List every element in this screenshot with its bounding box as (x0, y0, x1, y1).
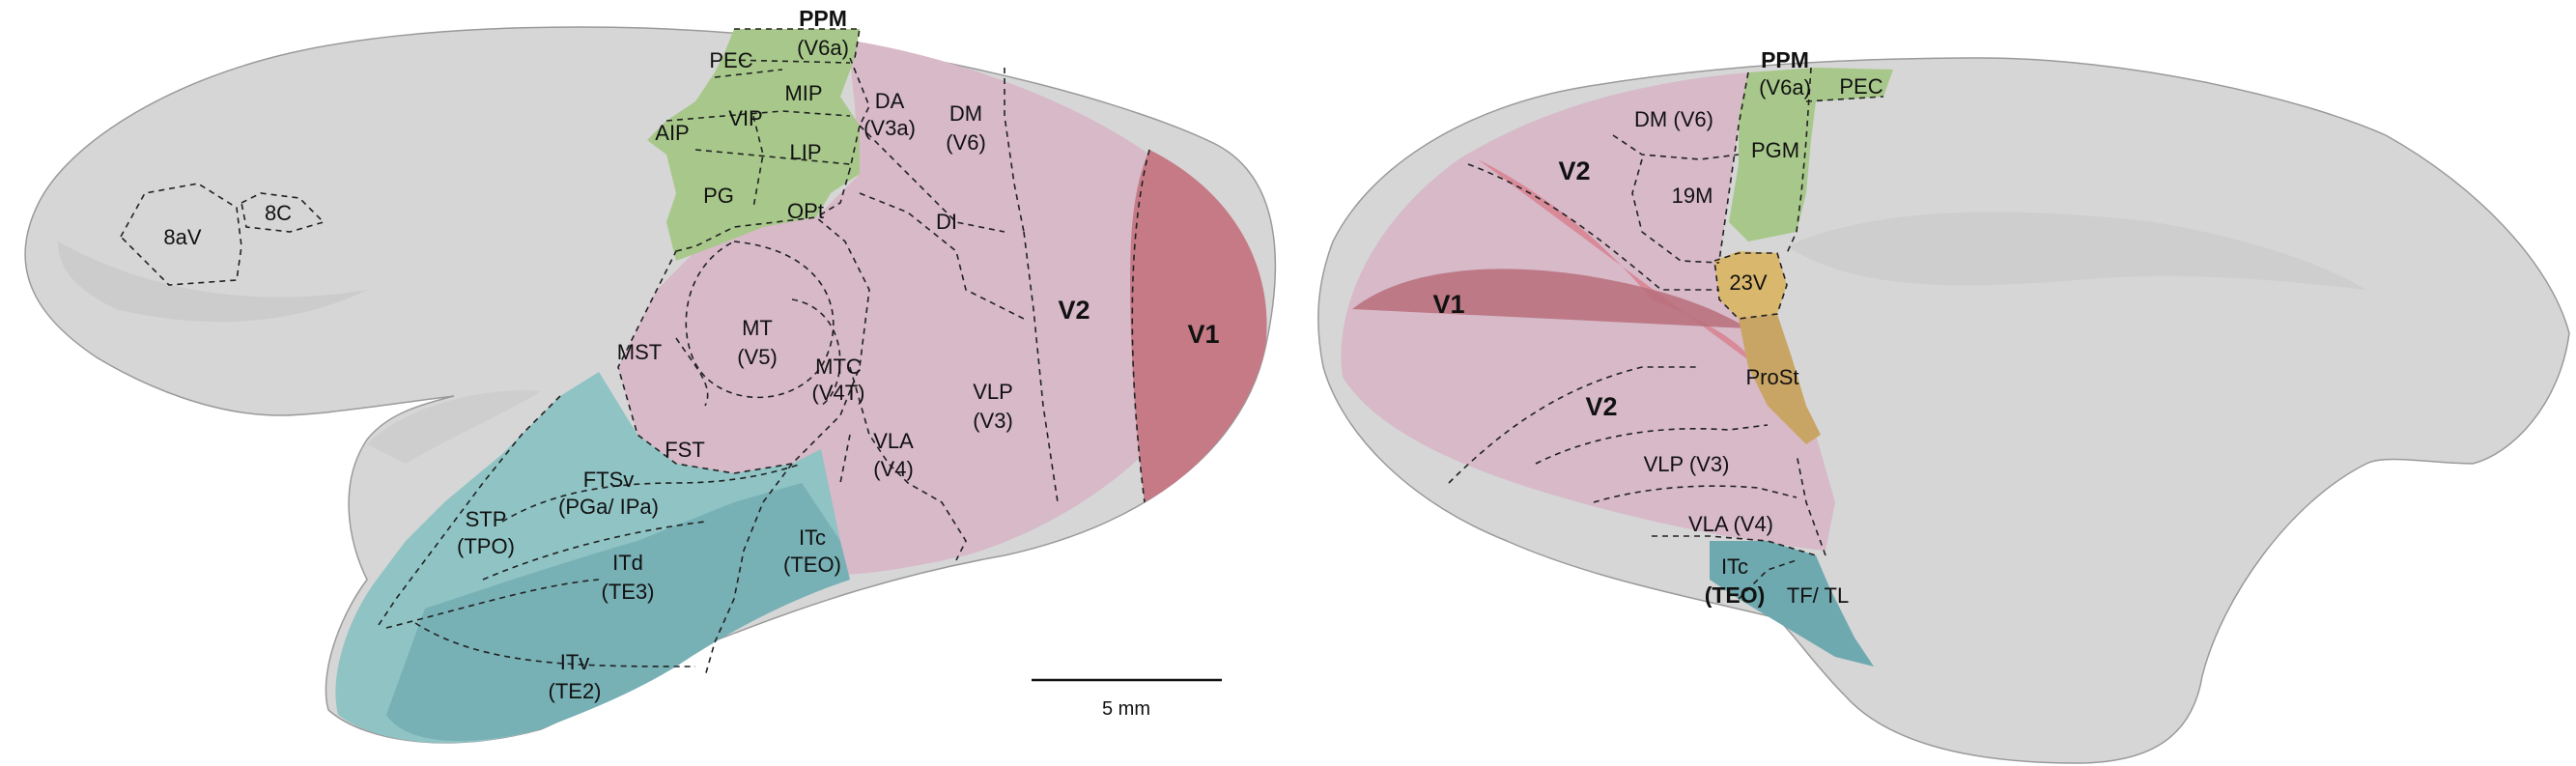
label-vla: VLA (873, 429, 914, 453)
medial-label-19m: 19M (1672, 184, 1713, 208)
scale-bar: 5 mm (1032, 678, 1222, 720)
label-v4t: (V4T) (812, 381, 865, 405)
lateral-area-labels: PPM (V6a) PEC MIP VIP AIP LIP PG OPt DA … (163, 6, 1219, 703)
medial-label-vlp-v3: VLP (V3) (1644, 452, 1730, 476)
label-8av: 8aV (163, 225, 201, 249)
label-v5: (V5) (737, 345, 778, 369)
medial-area-labels: PPM (V6a) PEC DM (V6) V2 19M PGM 23V V1 … (1432, 47, 1882, 608)
label-mt: MT (742, 316, 773, 340)
medial-area-boundaries (1448, 67, 1884, 600)
label-pec: PEC (709, 48, 752, 72)
label-dm: DM (949, 101, 982, 126)
medial-label-prost: ProSt (1745, 365, 1798, 389)
medial-hemisphere-view: PPM (V6a) PEC DM (V6) V2 19M PGM 23V V1 … (1317, 47, 2570, 764)
label-stp: STP (466, 507, 507, 531)
label-itc: ITc (799, 525, 826, 550)
label-pg: PG (703, 184, 734, 208)
medial-label-pec: PEC (1839, 74, 1882, 99)
label-itv: ITv (560, 650, 590, 674)
label-mip: MIP (784, 81, 822, 105)
label-v3: (V3) (973, 409, 1013, 433)
label-te2: (TE2) (549, 679, 602, 703)
medial-label-v6a: (V6a) (1759, 75, 1811, 99)
lateral-area-boundaries (376, 28, 1150, 677)
lateral-hemisphere-view: PPM (V6a) PEC MIP VIP AIP LIP PG OPt DA … (24, 6, 1277, 744)
label-mtc: MTC (815, 355, 862, 379)
medial-label-pgm: PGM (1751, 138, 1799, 162)
label-te3: (TE3) (602, 580, 655, 604)
label-opt: OPt (787, 199, 824, 223)
medial-v1-sulcus (1352, 269, 1748, 328)
label-itd: ITd (612, 551, 643, 575)
medial-label-v2-bottom: V2 (1585, 392, 1617, 421)
medial-parietal-region (1729, 68, 1893, 241)
lateral-temporal-lower (386, 483, 850, 741)
medial-label-vla-v4: VLA (V4) (1688, 512, 1773, 536)
label-v2: V2 (1058, 296, 1090, 325)
scale-bar-label: 5 mm (1102, 698, 1150, 720)
frontal-8av-region (120, 183, 242, 286)
label-tpo: (TPO) (457, 534, 515, 558)
medial-prost-region (1739, 314, 1821, 444)
medial-label-dm-v6: DM (V6) (1634, 107, 1713, 131)
medial-label-ppm: PPM (1761, 47, 1809, 72)
label-fst: FST (665, 438, 705, 462)
label-aip: AIP (655, 121, 689, 145)
lateral-parietal-region (647, 29, 860, 261)
label-v3a: (V3a) (863, 116, 916, 140)
lateral-v1-region (1130, 150, 1267, 502)
label-vip: VIP (728, 106, 762, 130)
medial-label-v2-top: V2 (1558, 156, 1590, 185)
label-v6: (V6) (946, 130, 986, 155)
label-v6a: (V6a) (797, 36, 849, 60)
label-di: DI (936, 210, 957, 234)
lateral-visual-region-2 (618, 241, 869, 473)
lateral-shade-2 (367, 390, 541, 464)
medial-shade (1787, 212, 2366, 290)
label-vlp: VLP (973, 380, 1013, 404)
lateral-shade-1 (58, 241, 367, 323)
medial-label-teo: (TEO) (1705, 582, 1766, 608)
label-ftsv: FTSv (583, 468, 635, 492)
label-v4: (V4) (873, 457, 914, 481)
label-teo: (TEO) (783, 553, 841, 577)
label-v1: V1 (1187, 320, 1219, 349)
label-8c: 8C (265, 201, 292, 225)
frontal-8c-region (241, 192, 326, 233)
label-lip: LIP (789, 140, 821, 164)
label-pga-ipa: (PGa/ IPa) (558, 495, 659, 519)
label-da: DA (875, 89, 905, 113)
medial-label-itc: ITc (1721, 554, 1748, 579)
label-ppm: PPM (799, 6, 847, 31)
medial-label-23v: 23V (1729, 270, 1767, 295)
medial-label-v1: V1 (1432, 290, 1464, 319)
medial-label-tf-tl: TF/ TL (1787, 583, 1849, 608)
medial-temporal-region (1710, 541, 1874, 667)
medial-23v-region (1714, 251, 1787, 319)
label-mst: MST (617, 340, 662, 364)
